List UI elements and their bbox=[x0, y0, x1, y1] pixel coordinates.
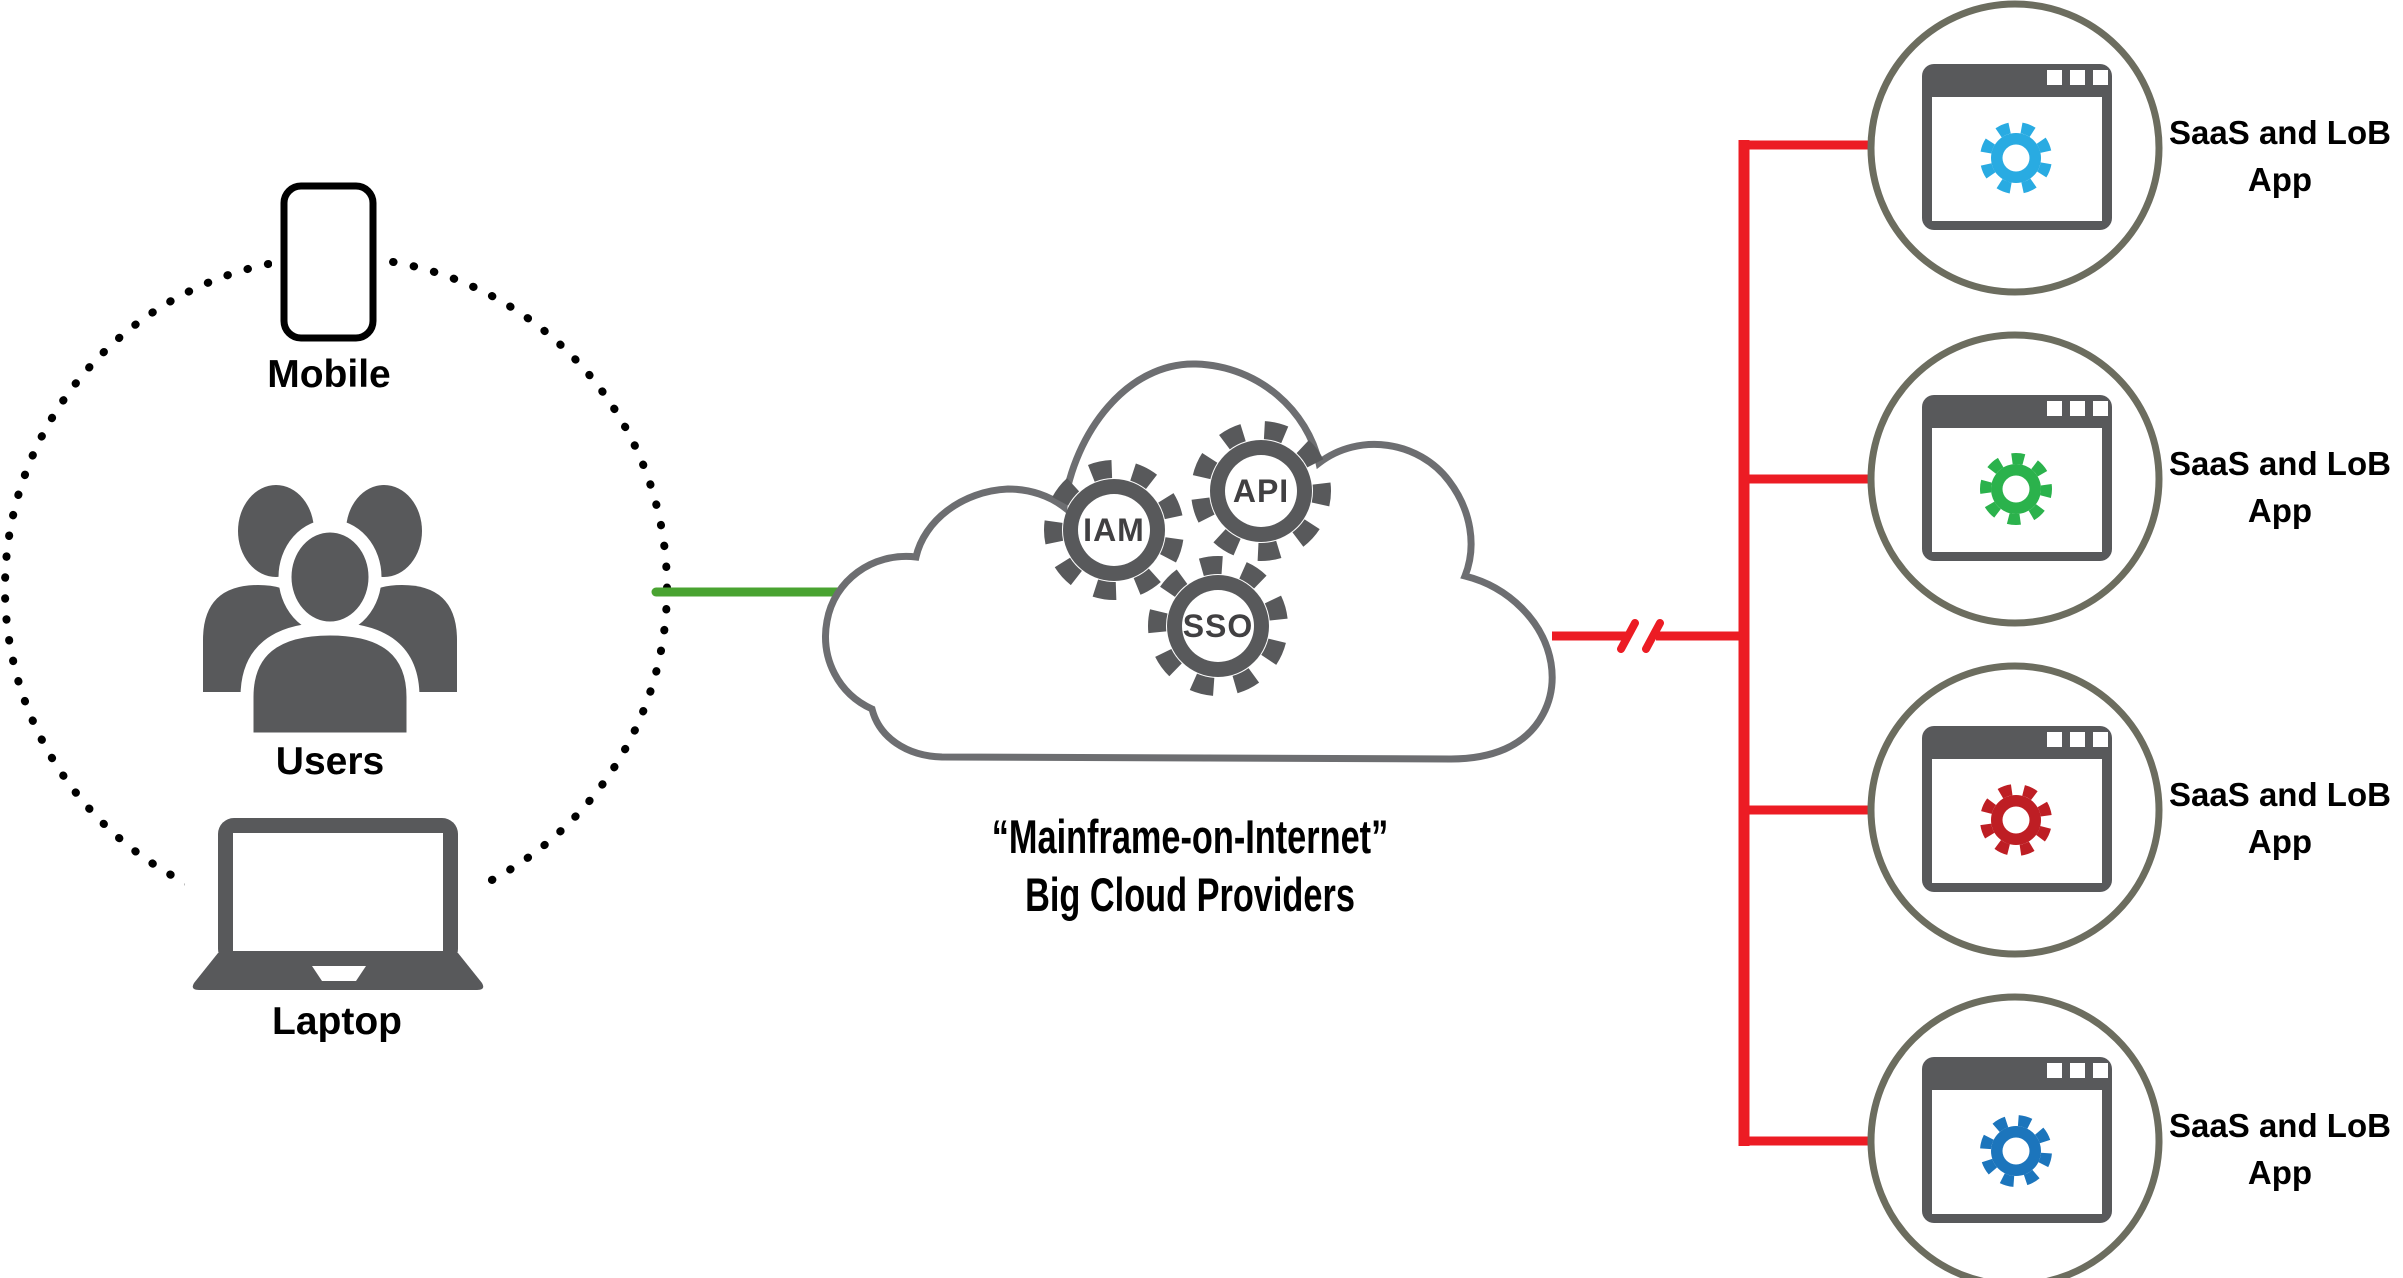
window-buttons-icon bbox=[2047, 1063, 2108, 1078]
users-group-icon bbox=[203, 485, 457, 746]
saas-app-node bbox=[1867, 0, 2163, 296]
laptop-icon bbox=[185, 806, 487, 998]
iam-gear-label: IAM bbox=[1083, 512, 1145, 548]
saas-app-node bbox=[1867, 331, 2163, 627]
window-buttons-icon bbox=[2047, 70, 2108, 85]
mobile-label: Mobile bbox=[267, 353, 391, 396]
sso-gear-label: SSO bbox=[1182, 608, 1254, 644]
break-slash-icon bbox=[1617, 619, 1639, 653]
users-label: Users bbox=[275, 740, 385, 783]
saas-app-node bbox=[1867, 993, 2163, 1278]
app-gear-icon bbox=[1980, 1115, 2052, 1187]
saas-app-label: SaaS and LoB App bbox=[2169, 114, 2391, 198]
saas-app-label: SaaS and LoB App bbox=[2169, 445, 2391, 529]
saas-app-label: SaaS and LoB App bbox=[2169, 1107, 2391, 1191]
window-buttons-icon bbox=[2047, 732, 2108, 747]
sso-gear-icon bbox=[1148, 556, 1288, 696]
break-slash-icon bbox=[1642, 619, 1664, 653]
cloud-gears bbox=[1044, 421, 1331, 696]
api-gear-label: API bbox=[1232, 473, 1290, 509]
mobile-phone-icon bbox=[272, 172, 386, 352]
window-buttons-icon bbox=[2047, 401, 2108, 416]
browser-window-icon bbox=[1922, 726, 2112, 892]
browser-window-icon bbox=[1922, 395, 2112, 561]
cloud-caption-line1: “Mainframe-on-Internet” bbox=[991, 810, 1389, 863]
saas-app-label: SaaS and LoB App bbox=[2169, 776, 2391, 860]
red-connection-lines bbox=[1552, 140, 1876, 1146]
cloud-caption: “Mainframe-on-Internet” Big Cloud Provid… bbox=[971, 808, 1409, 924]
app-gear-icon bbox=[1980, 122, 2052, 194]
api-gear-icon bbox=[1191, 421, 1331, 561]
cloud-caption-line2: Big Cloud Providers bbox=[1025, 868, 1355, 921]
cloud-shape bbox=[822, 360, 1556, 763]
app-gear-icon bbox=[1980, 453, 2052, 525]
iam-gear-icon bbox=[1044, 460, 1184, 600]
browser-window-icon bbox=[1922, 1057, 2112, 1223]
laptop-label: Laptop bbox=[272, 1000, 402, 1043]
browser-window-icon bbox=[1922, 64, 2112, 230]
app-gear-icon bbox=[1980, 784, 2052, 856]
saas-app-node bbox=[1867, 662, 2163, 958]
